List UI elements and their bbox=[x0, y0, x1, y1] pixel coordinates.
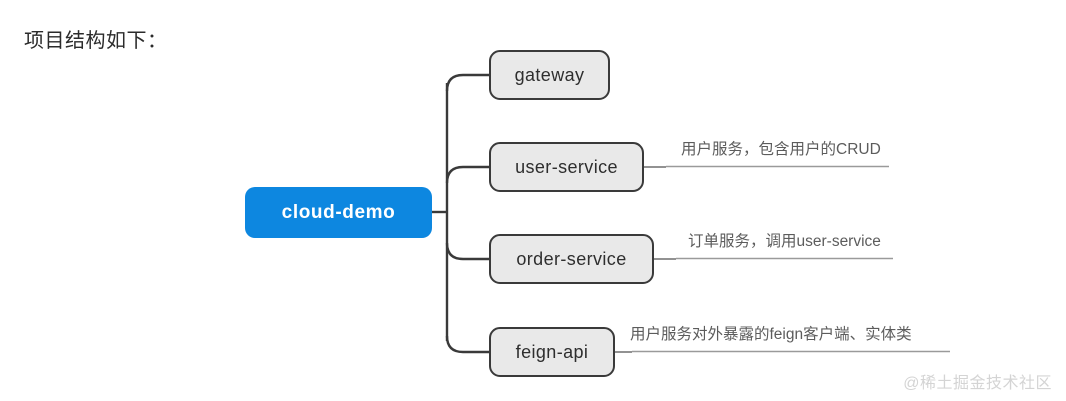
mindmap-node-feign-api[interactable]: feign-api bbox=[489, 327, 615, 377]
connector-branch-feign-api bbox=[445, 335, 489, 354]
mindmap-node-feign-api-label: feign-api bbox=[515, 341, 589, 362]
connector-branch-gateway bbox=[445, 73, 489, 92]
mindmap-node-gateway[interactable]: gateway bbox=[489, 50, 610, 100]
mindmap-node-user-service-label: user-service bbox=[515, 156, 618, 177]
connector-branch-user-service bbox=[445, 165, 489, 184]
mindmap-node-user-service[interactable]: user-service bbox=[489, 142, 644, 192]
connector-branch-order-service bbox=[445, 242, 489, 261]
watermark: @稀土掘金技术社区 bbox=[903, 375, 1052, 392]
annotation-order-service: 订单服务，调用user-service bbox=[688, 233, 881, 250]
page-title: 项目结构如下： bbox=[24, 30, 168, 52]
mindmap-node-root-label: cloud-demo bbox=[281, 201, 396, 223]
mindmap-node-root[interactable]: cloud-demo bbox=[245, 187, 432, 238]
annotation-feign-api: 用户服务对外暴露的feign客户端、实体类 bbox=[630, 326, 912, 343]
annotation-user-service: 用户服务，包含用户的CRUD bbox=[681, 141, 881, 158]
mindmap-node-order-service[interactable]: order-service bbox=[489, 234, 654, 284]
mindmap-node-order-service-label: order-service bbox=[516, 248, 627, 269]
mindmap-node-gateway-label: gateway bbox=[514, 64, 585, 85]
